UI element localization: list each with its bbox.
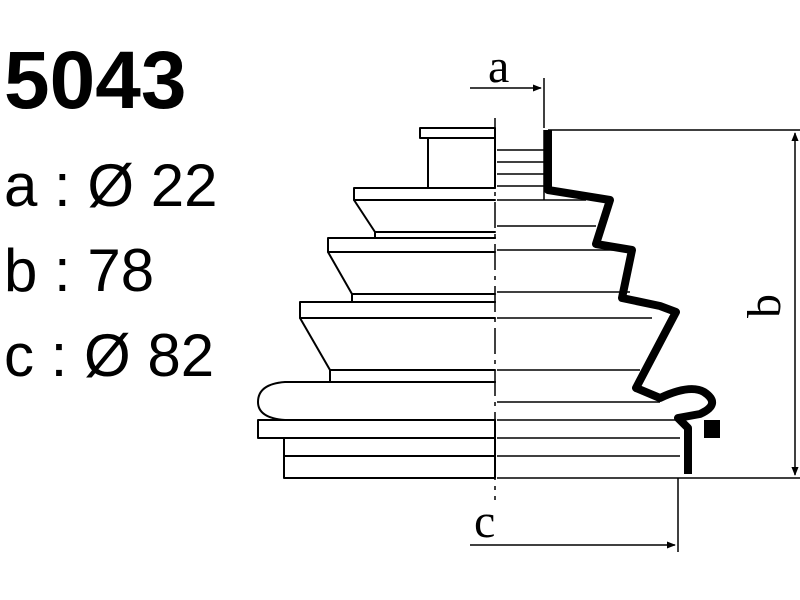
spec-value-a: Ø 22 [87, 152, 218, 219]
boot-neck-lip [419, 127, 496, 139]
spec-row-b: b : 78 [4, 241, 154, 301]
boot-outer-view [257, 127, 496, 479]
spec-value-c: Ø 82 [84, 322, 215, 389]
boot-large-collar [283, 437, 496, 479]
boot-section-view [497, 130, 720, 479]
boot-wall-profile [544, 130, 716, 474]
dimension-a: a [470, 40, 545, 128]
spec-separator-a: : [54, 152, 71, 219]
dimension-b: b [548, 129, 800, 479]
spec-value-b: 78 [87, 237, 155, 304]
boot-fold-2 [327, 237, 496, 303]
boot-fold-3 [299, 301, 496, 383]
boot-flange [257, 419, 496, 439]
spec-key-a: a [4, 152, 38, 219]
spec-panel: 5043 a : Ø 22 b : 78 c : Ø 82 [0, 0, 270, 400]
boot-fold-1 [353, 187, 496, 239]
part-number: 5043 [4, 35, 187, 126]
spec-row-c: c : Ø 82 [4, 326, 214, 386]
boot-small-neck [427, 135, 496, 189]
spec-separator-c: : [50, 322, 68, 389]
dim-a-label: a [488, 40, 509, 93]
spec-row-a: a : Ø 22 [4, 156, 217, 216]
spec-key-b: b [4, 237, 38, 304]
spec-key-c: c [4, 322, 34, 389]
spec-separator-b: : [54, 237, 71, 304]
dimension-c: c [470, 478, 679, 552]
outer-clamp-block [704, 420, 720, 438]
dim-c-label: c [474, 495, 495, 548]
boot-base-bead [257, 381, 496, 421]
dim-b-label: b [738, 294, 791, 318]
